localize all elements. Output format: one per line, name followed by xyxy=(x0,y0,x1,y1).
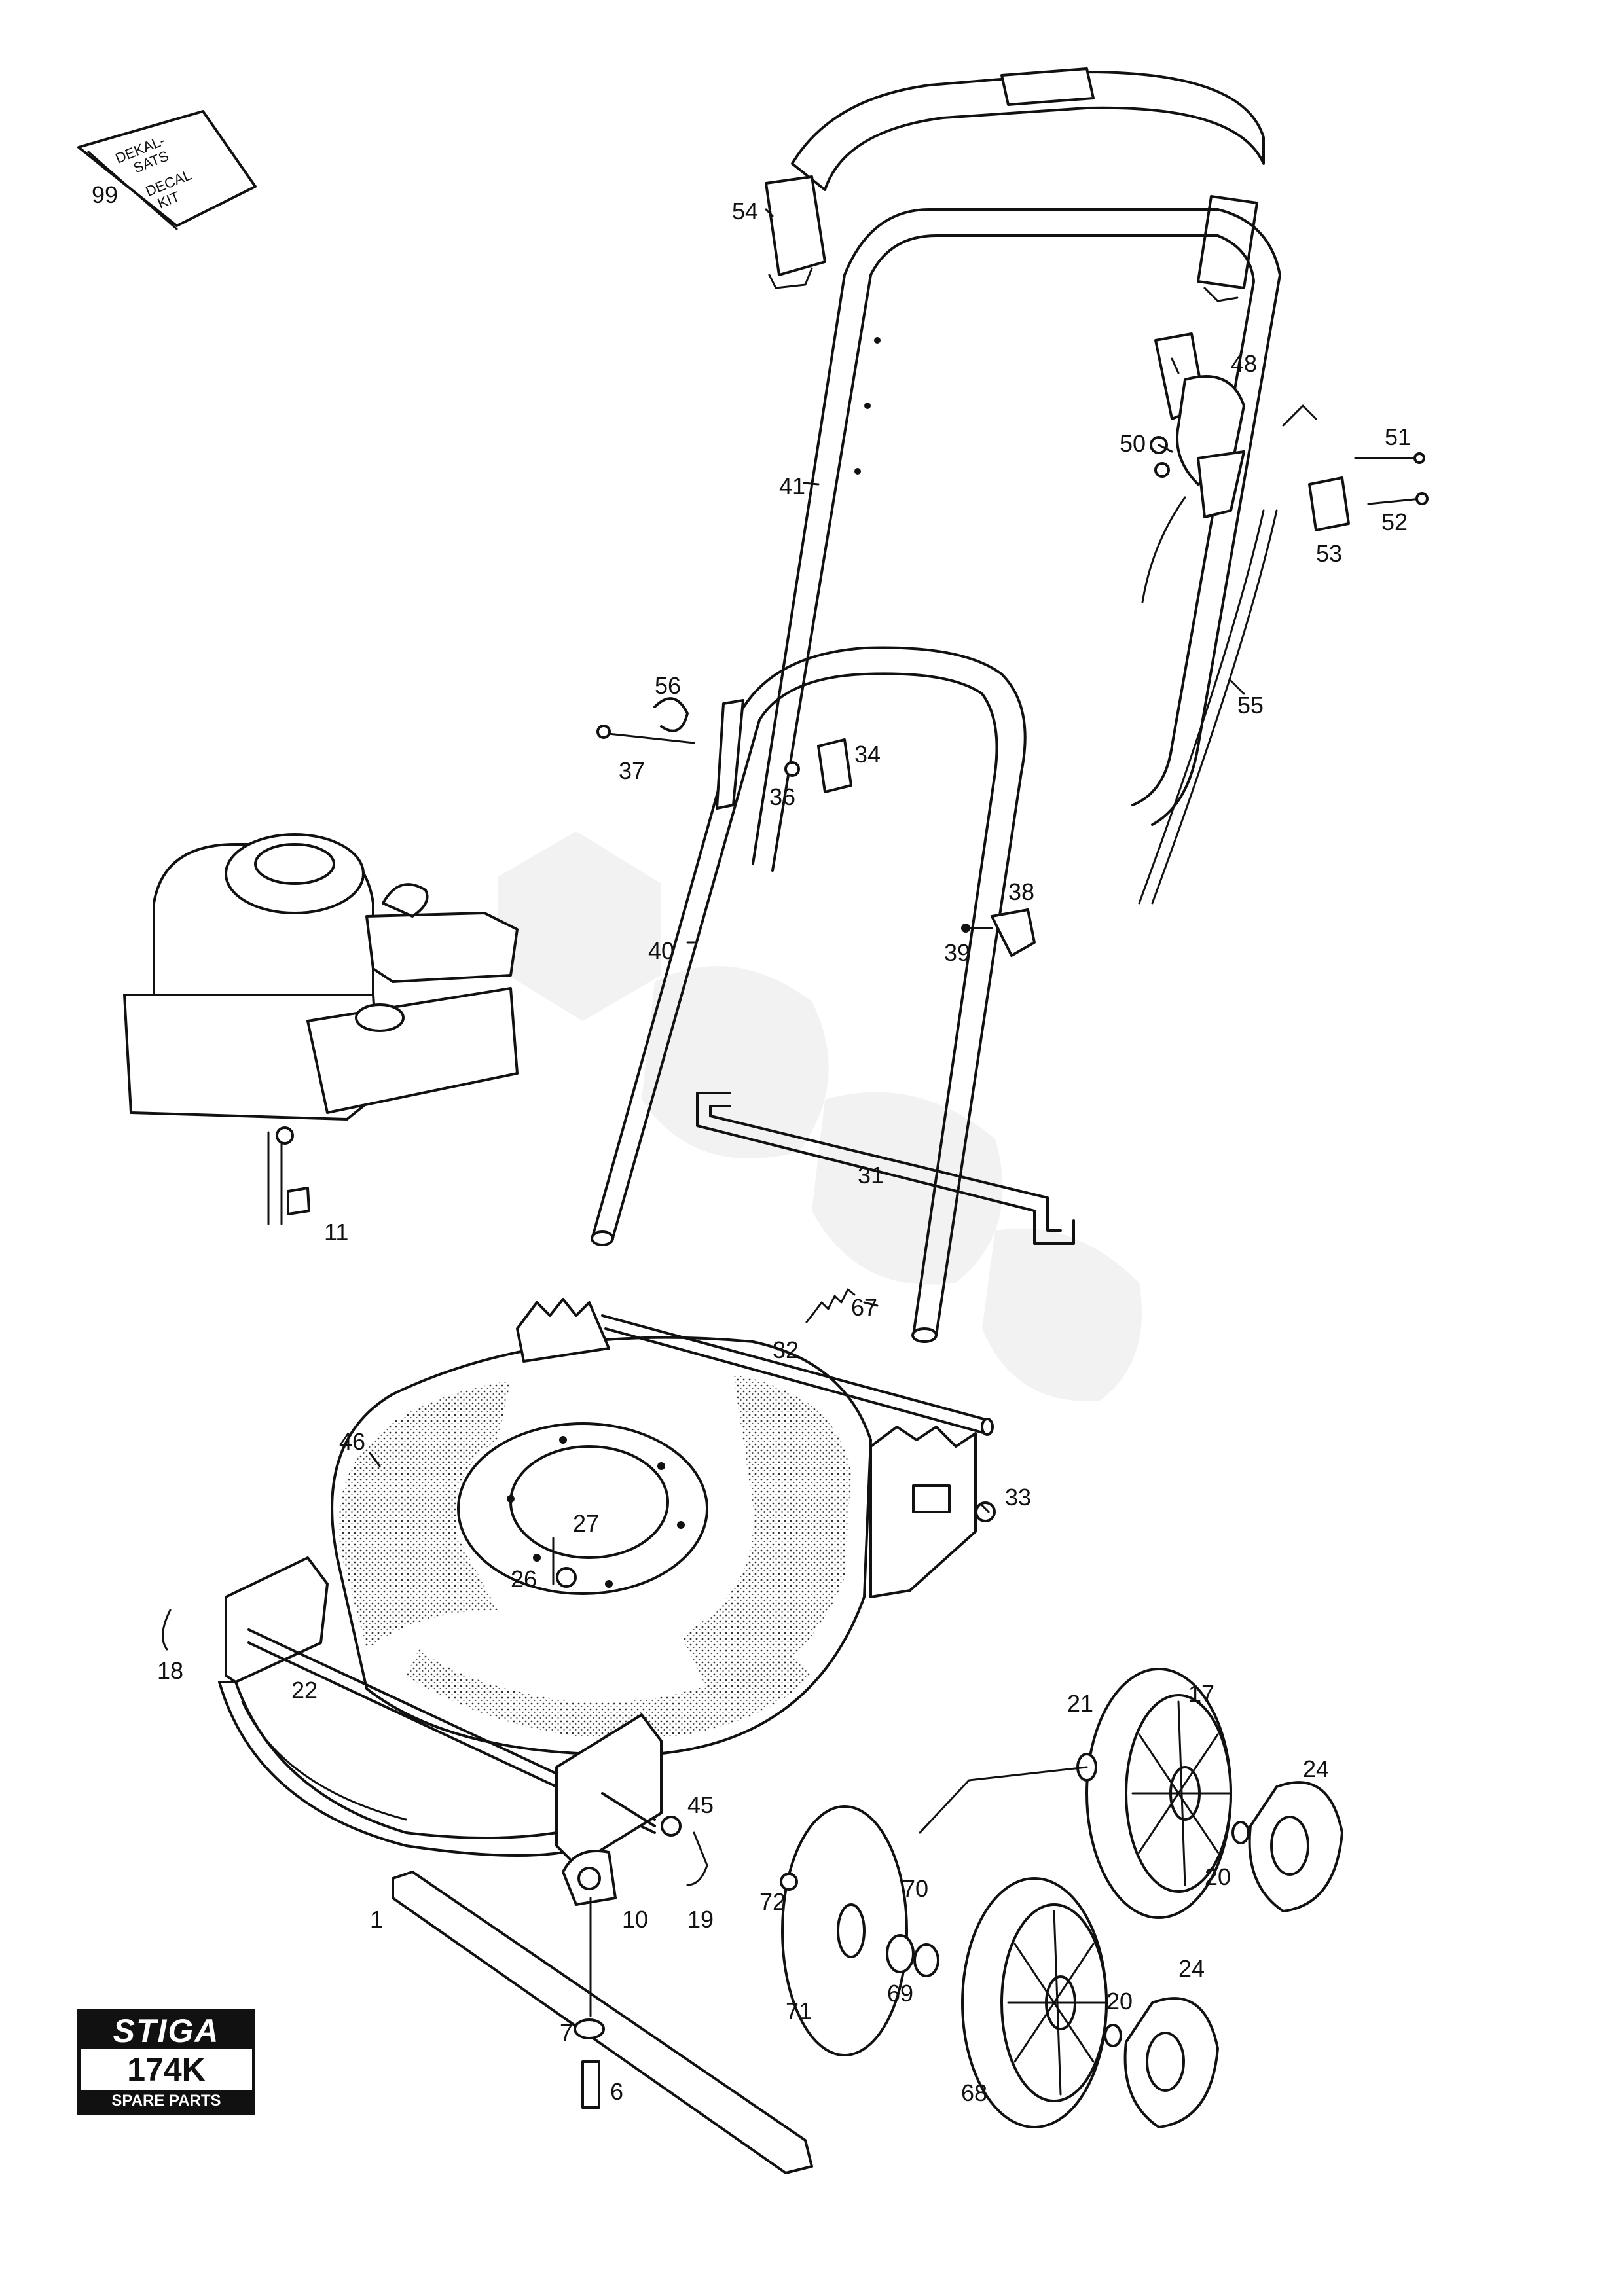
cable-clip xyxy=(961,908,1036,957)
label-part-26: 26 xyxy=(511,1566,537,1592)
label-part-51: 51 xyxy=(1385,423,1411,450)
label-part-39: 39 xyxy=(944,939,970,966)
label-part-7: 7 xyxy=(560,2019,573,2046)
front-wheel-assembly xyxy=(780,1805,1219,2128)
spring xyxy=(805,1288,856,1323)
label-part-54: 54 xyxy=(732,198,758,224)
part-labels: 99 54 41 48 50 51 52 53 55 56 37 34 36 4… xyxy=(92,181,1411,2106)
label-part-20a: 20 xyxy=(1205,1863,1231,1890)
rear-axle-bracket xyxy=(516,1298,996,1598)
front-axle xyxy=(218,1556,682,1867)
label-part-45: 45 xyxy=(687,1791,714,1818)
leader-lines xyxy=(369,208,1245,1513)
label-part-70: 70 xyxy=(902,1875,928,1902)
label-part-19: 19 xyxy=(687,1906,714,1933)
label-part-17: 17 xyxy=(1188,1680,1214,1707)
label-part-56: 56 xyxy=(655,672,681,699)
label-part-22: 22 xyxy=(291,1677,318,1704)
label-part-71: 71 xyxy=(786,1998,812,2024)
label-part-24b: 24 xyxy=(1178,1955,1205,1982)
label-part-6: 6 xyxy=(610,2078,623,2105)
upper-handle-tube xyxy=(752,208,1281,872)
label-part-55: 55 xyxy=(1237,692,1264,719)
label-part-41: 41 xyxy=(779,473,805,499)
label-part-53: 53 xyxy=(1316,540,1342,567)
label-part-52: 52 xyxy=(1381,509,1408,535)
rear-wheel-assembly xyxy=(919,1668,1343,1919)
label-part-21: 21 xyxy=(1067,1690,1093,1717)
upper-handle-grip xyxy=(765,67,1265,302)
label-part-40: 40 xyxy=(648,937,674,964)
throttle-lever xyxy=(1138,332,1317,905)
label-part-11: 11 xyxy=(324,1219,348,1246)
control-rod xyxy=(696,1092,1075,1245)
label-part-46: 46 xyxy=(339,1428,365,1455)
label-part-31: 31 xyxy=(858,1162,884,1189)
label-part-34: 34 xyxy=(854,741,881,768)
label-part-33: 33 xyxy=(1005,1484,1031,1511)
label-part-99: 99 xyxy=(92,181,118,208)
decal-kit: DEKAL- SATS DECAL KIT xyxy=(77,110,257,230)
logo-brand: STIGA xyxy=(81,2013,252,2049)
logo-model: 174K xyxy=(127,2051,206,2088)
label-part-68: 68 xyxy=(961,2079,987,2106)
label-part-27: 27 xyxy=(573,1510,599,1537)
stiga-logo: STIGA 174K SPARE PARTS xyxy=(77,2009,255,2115)
logo-subtitle: SPARE PARTS xyxy=(81,2090,252,2112)
label-part-38: 38 xyxy=(1008,878,1034,905)
label-part-20b: 20 xyxy=(1106,1988,1133,2015)
label-part-36: 36 xyxy=(769,783,795,810)
label-part-24a: 24 xyxy=(1303,1755,1329,1782)
label-part-67: 67 xyxy=(851,1294,877,1321)
engine xyxy=(123,833,519,1225)
watermark-shape xyxy=(498,831,1142,1401)
label-part-69: 69 xyxy=(887,1980,913,2007)
mower-deck xyxy=(331,1336,872,1756)
label-part-32: 32 xyxy=(773,1336,799,1363)
label-part-48: 48 xyxy=(1231,350,1257,377)
label-part-72: 72 xyxy=(759,1888,786,1915)
blade-assembly xyxy=(162,1609,813,2174)
label-part-50: 50 xyxy=(1120,430,1146,457)
lower-handle-tube xyxy=(591,646,1027,1343)
cable-clamp-parts xyxy=(1308,452,1429,531)
handle-knob-parts xyxy=(596,697,852,810)
label-part-10: 10 xyxy=(622,1906,648,1933)
label-part-18: 18 xyxy=(157,1657,183,1684)
label-part-37: 37 xyxy=(619,757,645,784)
label-part-1: 1 xyxy=(370,1906,383,1933)
